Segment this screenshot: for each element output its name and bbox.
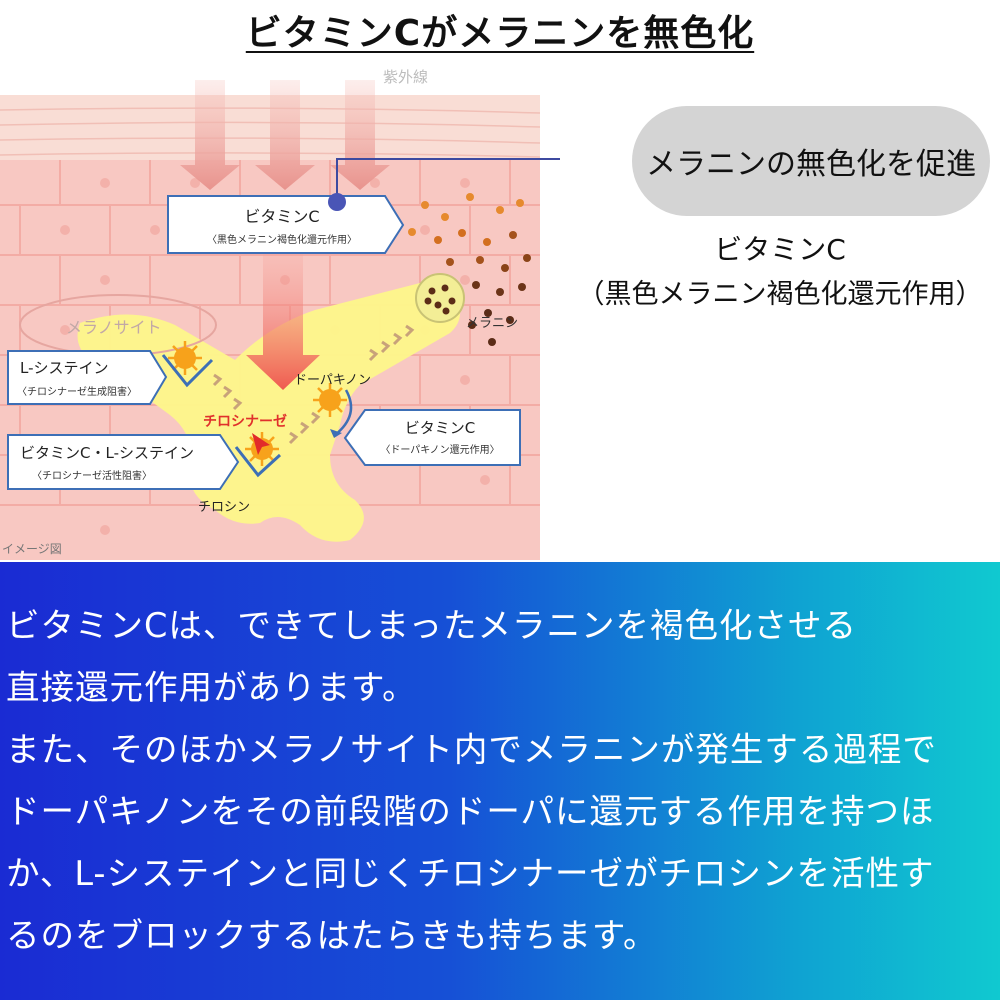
cysteine-title: L-システイン [20, 359, 109, 377]
return-arrow-head [330, 429, 342, 438]
melanosome [415, 273, 465, 323]
return-arrow-icon [334, 389, 353, 436]
vc-cysteine-box [7, 434, 240, 490]
cysteine-sub: 〈チロシナーゼ生成阻害〉 [17, 385, 137, 398]
tyrosinase-burst-2 [313, 383, 347, 417]
body-line-3: また、そのほかメラノサイト内でメラニンが発生する過程で [6, 730, 937, 769]
explanation-panel: ビタミンCは、できてしまったメラニンを褐色化させる 直接還元作用があります。 ま… [0, 562, 1000, 1000]
connector-dot [328, 193, 346, 211]
vc-dopa-box [343, 409, 521, 466]
body-line-4: ドーパキノンをその前段階のドーパに還元する作用を持つほ [6, 792, 935, 831]
colorless-bubble: メラニンの無色化を促進 [632, 106, 990, 216]
callout-vc-title: ビタミンC [244, 207, 319, 226]
body-line-6: るのをブロックするはたらきも持ちます。 [6, 916, 658, 955]
red-pointer-icon [252, 433, 270, 455]
melanin-granules [408, 193, 531, 346]
body-line-1: ビタミンCは、できてしまったメラニンを褐色化させる [6, 606, 858, 645]
image-note: イメージ図 [2, 542, 62, 556]
page-title: ビタミンCがメラニンを無色化 [245, 13, 755, 54]
dopaquinone-label: ドーパキノン [294, 373, 371, 388]
callout-vc-sub: 〈黒色メラニン褐色化還元作用〉 [207, 233, 357, 246]
right-caption-sub: （黒色メラニン褐色化還元作用） [577, 279, 983, 310]
vc-dopa-title: ビタミンC [405, 419, 475, 437]
tyrosinase-label: チロシナーゼ [203, 413, 287, 430]
body-line-2: 直接還元作用があります。 [6, 668, 417, 707]
melanin-label: メラニン [466, 316, 518, 331]
uv-arrows [180, 80, 390, 190]
callout-vc-box [167, 195, 405, 254]
tyrosinase-burst-1 [168, 341, 202, 375]
vc-dopa-sub: 〈ドーパキノン還元作用〉 [380, 444, 499, 456]
melanocyte-label: メラノサイト [66, 318, 162, 337]
red-arrow [246, 250, 320, 390]
melanosome-granules [424, 284, 456, 315]
tyrosine-label: チロシン [198, 500, 250, 515]
right-caption-title: ビタミンC [714, 233, 846, 266]
uv-label: 紫外線 [383, 68, 428, 86]
connector-line [336, 158, 560, 202]
skin-diagram: 紫外線 メラノサイト メラニン [0, 68, 560, 560]
cysteine-box [7, 350, 168, 405]
vc-cysteine-sub: 〈チロシナーゼ活性阻害〉 [32, 469, 152, 482]
body-line-5: か、L-システインと同じくチロシナーゼがチロシンを活性す [6, 854, 935, 893]
pathway-chevrons [212, 324, 415, 445]
vc-cysteine-title: ビタミンC・L-システイン [20, 444, 194, 462]
cysteine-bracket [161, 354, 214, 388]
vc-cysteine-bracket [234, 446, 282, 478]
